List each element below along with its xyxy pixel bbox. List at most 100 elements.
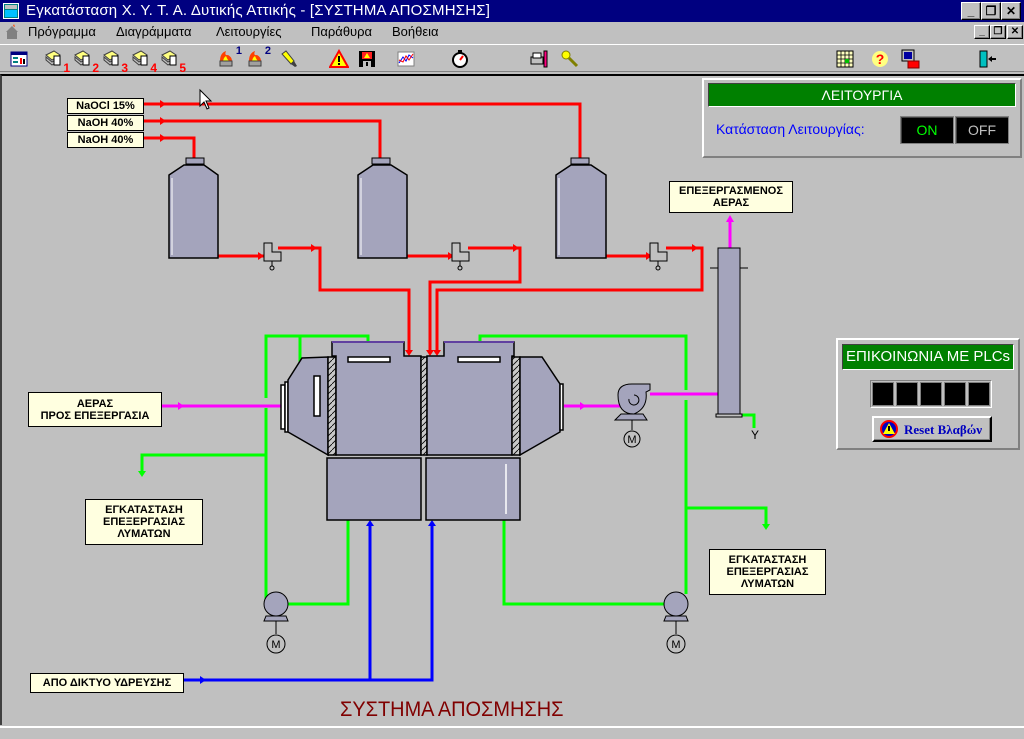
dosing3-line [435,246,704,352]
naocl-label: NaOCl 15% [67,98,144,114]
report-icon [161,50,177,66]
alarm-1-button[interactable]: 1 [216,45,242,69]
arrow-down-icon [762,524,770,530]
plc-panel-header: ΕΠΙΚΟΙΝΩΝΙΑ ΜΕ PLCs [842,344,1014,370]
reset-faults-label: Reset Βλαβών [904,422,983,437]
flashlight-icon[interactable] [279,49,299,69]
chemical-tank-3 [555,157,607,259]
mdi-close-button[interactable]: ✕ [1007,25,1023,39]
recirc-pump-1: M [263,591,289,654]
printer-setup-icon[interactable] [529,49,549,69]
arrow-up-icon [726,215,734,222]
dosing-pump-3 [649,242,668,271]
report-icon [103,50,119,66]
help-icon[interactable]: ? [870,49,890,69]
menu-diagrams[interactable]: Διαγράμματα [116,24,192,39]
report-3-button[interactable]: 3 [102,49,128,75]
chemical-arrows [160,100,698,356]
pump1-return [264,408,276,606]
on-button[interactable]: ON [900,116,954,144]
overview-window-icon[interactable] [9,49,29,69]
mdi-child-icon[interactable] [4,24,20,40]
dosing-pump-1 [263,242,282,271]
report-1-button[interactable]: 1 [44,49,70,75]
menu-help[interactable]: Βοήθεια [392,24,439,39]
alarm-number: 2 [264,45,271,57]
stopwatch-icon[interactable] [450,49,470,69]
arrow-down-icon [405,350,413,356]
chemical-tank-1 [168,157,219,259]
arrow-down-icon [138,471,146,477]
motor-label: M [671,639,680,651]
arrow-up-icon [428,520,436,526]
restore-button[interactable]: ❐ [981,2,1001,20]
sump2-to-pump2 [502,520,668,606]
dosing1-line [278,246,411,352]
motor-label: M [271,639,280,651]
save-alarm-icon[interactable] [357,49,377,69]
naoh-line-1 [144,119,382,160]
supply-arrows [200,520,436,684]
dosing-pump-2 [451,242,470,271]
off-button[interactable]: OFF [955,116,1009,144]
supply-line-right [184,524,434,682]
computer-phone-icon[interactable] [900,49,920,69]
grid-table-icon[interactable] [835,49,855,69]
app-icon[interactable] [3,3,19,19]
plc-led-2 [896,382,918,406]
menu-windows[interactable]: Παράθυρα [311,24,373,39]
trend-chart-icon[interactable] [396,49,416,69]
scrubber-column: Y [710,247,759,442]
arrow-right-icon [160,100,166,108]
report-5-button[interactable]: 5 [160,49,186,75]
drain-label: Y [751,428,759,442]
arrow-down-icon [426,350,434,356]
reset-faults-button[interactable]: Reset Βλαβών [872,416,992,442]
operation-status-label: Κατάσταση Λειτουργίας: [716,121,865,137]
report-icon [45,50,61,66]
mdi-minimize-button[interactable]: _ [974,25,990,39]
chemical-lines [144,102,704,352]
exit-door-icon[interactable] [977,49,997,69]
report-icon [132,50,148,66]
svg-text:?: ? [876,51,885,67]
mdi-restore-button[interactable]: ❐ [990,25,1006,39]
alarm-fire-icon [248,51,262,67]
arrow-right-icon [580,402,586,410]
menu-functions[interactable]: Λειτουργίες [216,24,282,39]
water-supply-lines [184,524,434,682]
alarm-number: 1 [235,45,242,57]
arrow-right-icon [646,252,652,260]
naoh-line-2 [144,136,196,160]
arrow-right-icon [160,134,166,142]
arrow-right-icon [692,244,698,252]
chemical-tank-2 [357,157,408,259]
dosing2-line [428,246,522,352]
report-number: 5 [179,61,186,75]
menu-program[interactable]: Πρόγραμμα [28,24,96,39]
menu-bar: Πρόγραμμα Διαγράμματα Λειτουργίες Παράθυ… [0,22,1024,42]
warning-icon[interactable] [329,49,349,69]
alarm-reset-icon [880,420,898,438]
alarm-2-button[interactable]: 2 [245,45,271,69]
air-arrows [178,215,734,410]
key-icon[interactable] [560,49,580,69]
minimize-button[interactable]: _ [961,2,981,20]
close-button[interactable]: ✕ [1001,2,1021,20]
naocl-line [144,102,582,160]
arrow-right-icon [160,117,166,125]
air-inlet-label: ΑΕΡΑΣ ΠΡΟΣ ΕΠΕΞΕΡΓΑΣΙΑ [28,392,162,427]
report-number: 4 [150,61,157,75]
arrow-right-icon [258,252,264,260]
arrow-right-icon [178,402,184,410]
report-2-button[interactable]: 2 [73,49,99,75]
operation-panel: ΛΕΙΤΟΥΡΓΙΑ Κατάσταση Λειτουργίας: ON OFF [702,78,1022,158]
scrubber-unit [280,341,564,521]
report-icon [74,50,90,66]
plc-led-1 [872,382,894,406]
arrow-down-icon [433,350,441,356]
toolbar: 1 2 3 4 5 1 2 ? [0,44,1024,75]
status-area [0,726,1024,739]
report-4-button[interactable]: 4 [131,49,157,75]
treated-air-label: ΕΠΕΞΕΡΓΑΣΜΕΝΟΣ ΑΕΡΑΣ [669,181,793,213]
